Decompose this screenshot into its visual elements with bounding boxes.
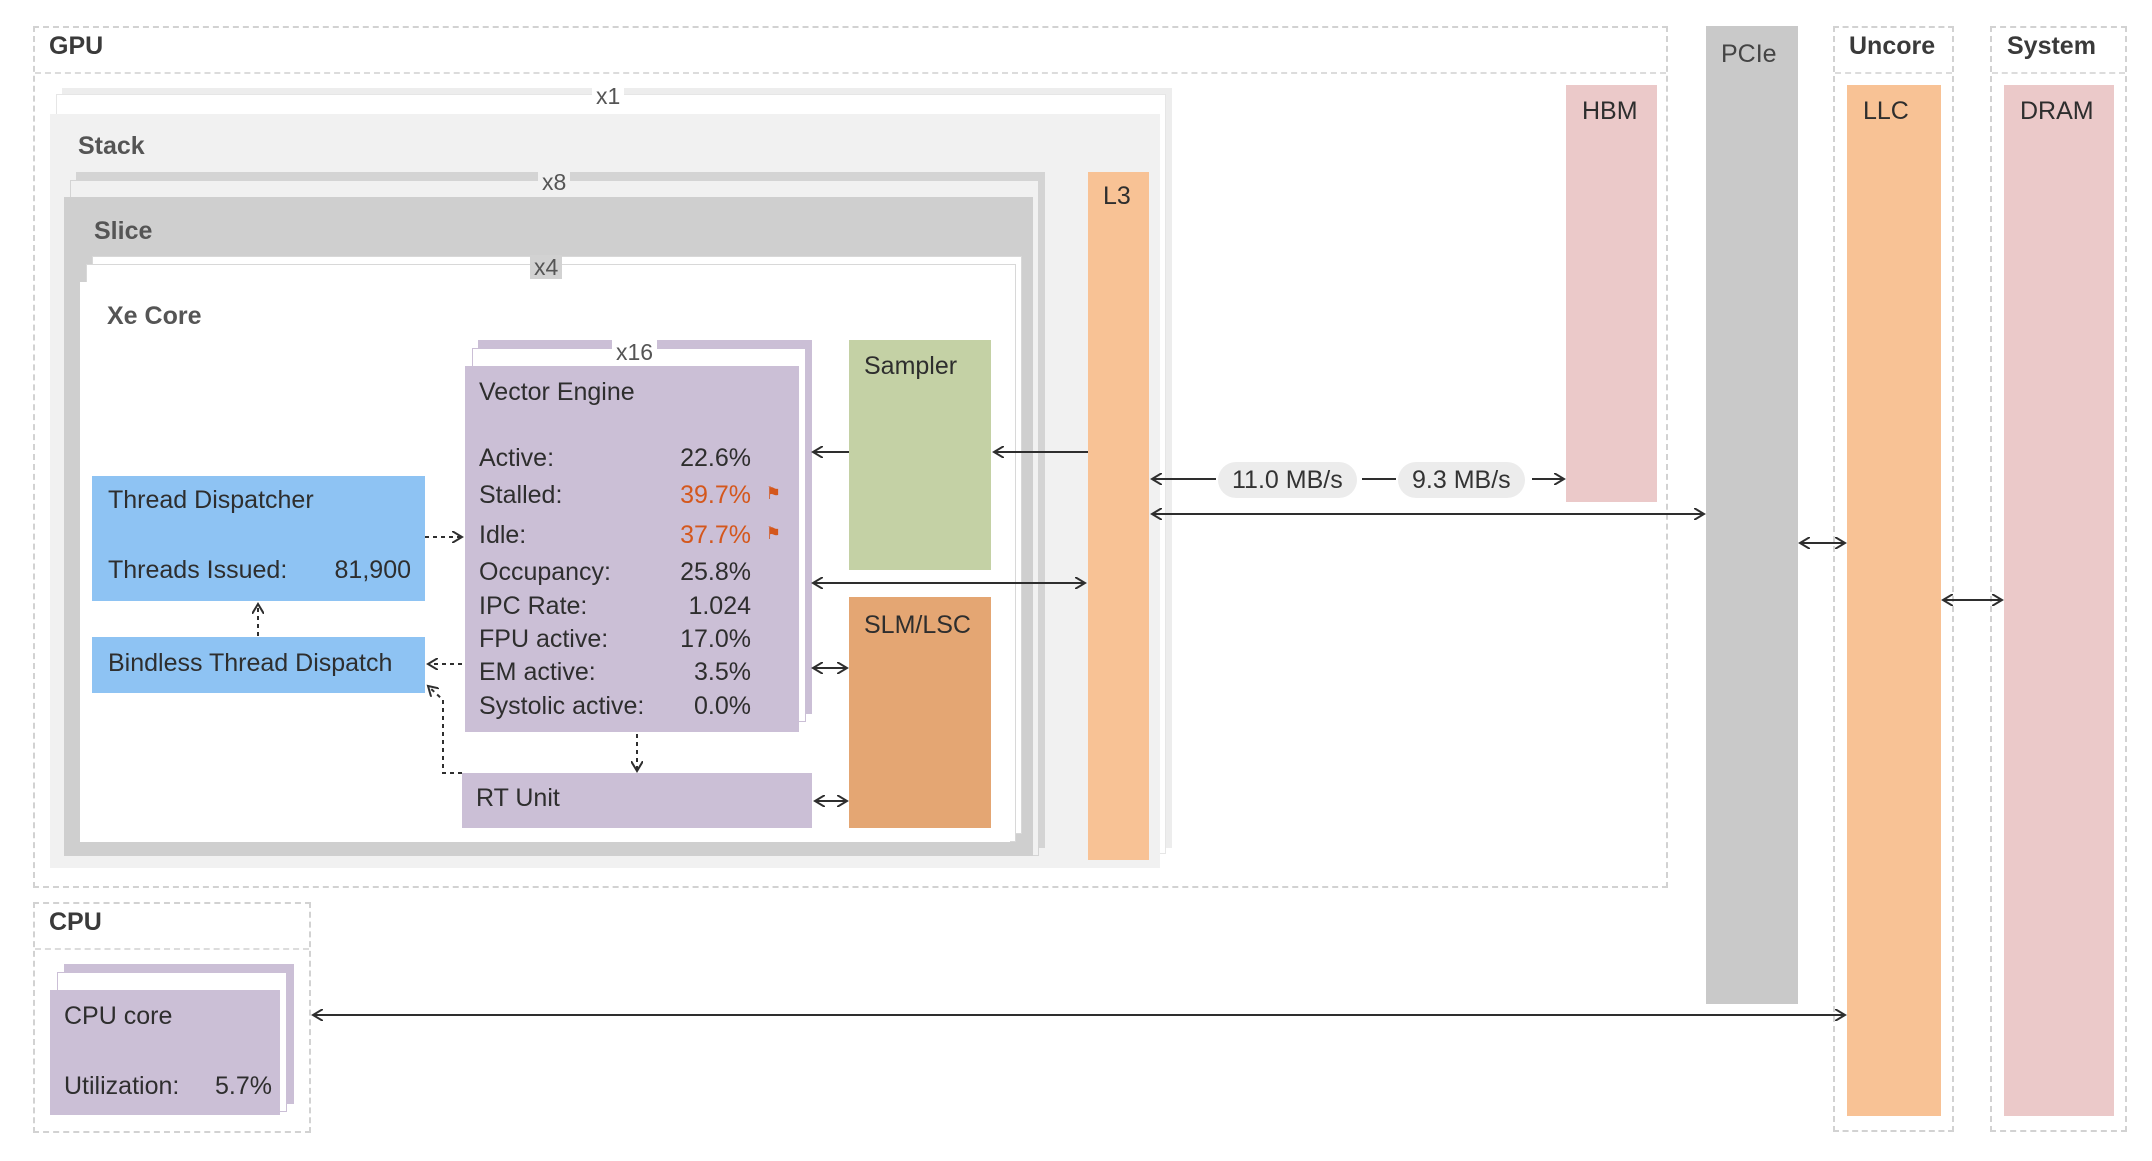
vector-engine-multiplier: x16 — [612, 340, 658, 364]
rt-unit-block[interactable]: RT Unit — [462, 773, 812, 828]
ve-metric-active: Active:22.6% — [479, 444, 751, 472]
hbm-block[interactable]: HBM — [1566, 85, 1657, 502]
cpu-header-divider — [35, 948, 309, 950]
l3-cache-block[interactable]: L3 — [1088, 172, 1149, 860]
xe-core-multiplier: x4 — [530, 255, 563, 279]
slm-lsc-block[interactable]: SLM/LSC — [849, 597, 991, 828]
warning-flag-icon[interactable]: ⚑ — [765, 524, 781, 543]
slm-lsc-label: SLM/LSC — [864, 611, 971, 639]
ve-metric-stalled: Stalled:39.7%⚑ — [479, 481, 781, 509]
cpu-core-label: CPU core — [64, 1002, 173, 1030]
ve-metric-fpu-active: FPU active:17.0% — [479, 625, 751, 653]
gpu-header-divider — [35, 72, 1666, 74]
uncore-header-divider — [1835, 72, 1952, 74]
thread-dispatcher-block[interactable]: Thread Dispatcher Threads Issued: 81,900 — [92, 476, 425, 601]
stack-label: Stack — [78, 132, 145, 160]
system-label: System — [2007, 32, 2096, 60]
pcie-bus[interactable]: PCIe — [1706, 26, 1798, 1004]
system-region: System — [1990, 26, 2127, 1132]
system-header-divider — [1992, 72, 2125, 74]
hbm-label: HBM — [1582, 97, 1638, 125]
l3-label: L3 — [1103, 182, 1131, 210]
cpu-core-card[interactable]: CPU core Utilization: 5.7% — [50, 990, 280, 1115]
dram-block[interactable]: DRAM — [2004, 85, 2114, 1116]
threads-issued-label: Threads Issued: — [108, 556, 288, 584]
thread-dispatcher-label: Thread Dispatcher — [108, 486, 314, 514]
ve-metric-occupancy: Occupancy:25.8% — [479, 558, 751, 586]
vector-engine-card: Vector Engine Active:22.6% Stalled:39.7%… — [465, 366, 799, 732]
stack-multiplier: x1 — [592, 84, 625, 108]
l3-hbm-write-bandwidth[interactable]: 9.3 MB/s — [1398, 462, 1525, 498]
sampler-block[interactable]: Sampler — [849, 340, 991, 570]
threads-issued-value: 81,900 — [334, 556, 411, 584]
bindless-thread-dispatch-block[interactable]: Bindless Thread Dispatch — [92, 637, 425, 693]
slice-label: Slice — [94, 217, 153, 245]
gpu-label: GPU — [49, 32, 104, 60]
slice-multiplier: x8 — [538, 170, 571, 194]
cpu-utilization-label: Utilization: — [64, 1072, 180, 1100]
warning-flag-icon[interactable]: ⚑ — [765, 484, 781, 503]
gpu-region: GPU — [33, 26, 1668, 888]
llc-label: LLC — [1863, 97, 1909, 125]
uncore-region: Uncore — [1833, 26, 1954, 1132]
cpu-utilization-value: 5.7% — [215, 1072, 272, 1100]
dram-label: DRAM — [2020, 97, 2094, 125]
xe-core-label: Xe Core — [107, 302, 202, 330]
l3-hbm-read-bandwidth[interactable]: 11.0 MB/s — [1218, 462, 1357, 498]
llc-block[interactable]: LLC — [1847, 85, 1941, 1116]
sampler-label: Sampler — [864, 352, 958, 380]
ve-metric-em-active: EM active:3.5% — [479, 658, 751, 686]
vector-engine-label: Vector Engine — [479, 378, 635, 406]
ve-metric-idle: Idle:37.7%⚑ — [479, 521, 781, 549]
bindless-thread-dispatch-label: Bindless Thread Dispatch — [108, 649, 393, 677]
cpu-region: CPU — [33, 902, 311, 1133]
uncore-label: Uncore — [1849, 32, 1936, 60]
pcie-label: PCIe — [1721, 40, 1777, 68]
rt-unit-label: RT Unit — [476, 784, 560, 812]
ve-metric-systolic-active: Systolic active:0.0% — [479, 692, 751, 720]
ve-metric-ipc-rate: IPC Rate:1.024 — [479, 592, 751, 620]
cpu-label: CPU — [49, 908, 102, 936]
